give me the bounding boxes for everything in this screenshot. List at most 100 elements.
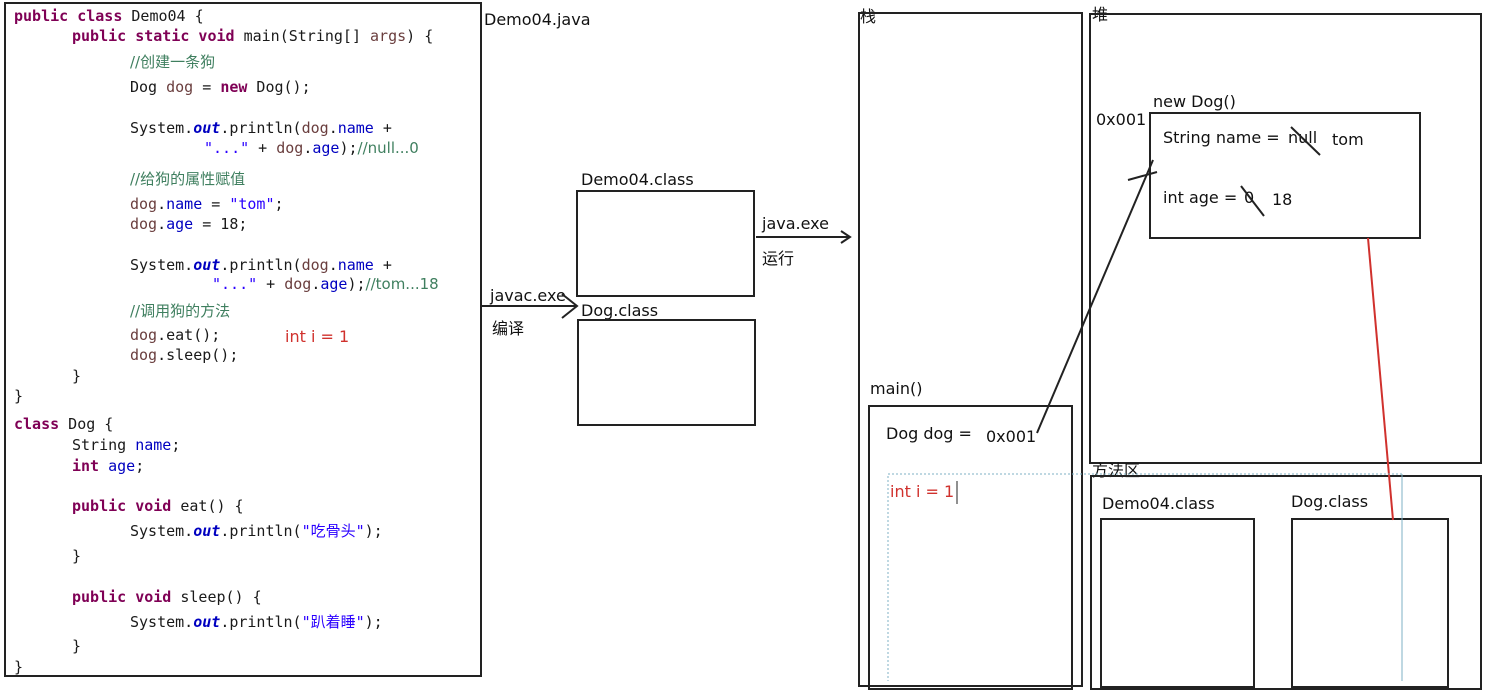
code-token: . [328,119,338,137]
code-line: public class Demo04 { [14,6,204,26]
code-token: "tom" [229,195,275,213]
code-token: dog [301,119,329,137]
code-token: public class [14,7,123,25]
code-token: age [108,457,136,475]
code-token: dog [130,346,158,364]
code-token: ; [274,195,284,213]
code-token: //null...0 [357,139,419,157]
code-token: ; [171,436,181,454]
code-token: Dog [130,78,167,96]
dog-var-value: 0x001 [986,427,1037,446]
code-token: Dog { [59,415,114,433]
strike-zero [1240,185,1265,217]
code-token: dog [166,78,194,96]
code-token: "吃骨头" [301,522,365,540]
code-token: + [373,256,392,274]
field-age-label: int age = [1163,188,1238,207]
javac-arrow [482,293,579,319]
field-name-label: String name = [1163,128,1280,147]
code-line: public void eat() { [72,496,244,516]
code-token: ) { [406,27,434,45]
code-token: name [337,119,374,137]
code-token: //调用狗的方法 [130,302,231,320]
stack-title: 栈 [860,7,877,26]
class-link-line [1367,237,1394,521]
code-token: . [328,256,338,274]
code-token: age [312,139,340,157]
code-token: sleep() { [171,588,262,606]
code-line: public static void main(String[] args) { [72,26,433,46]
heap-area [1089,13,1482,464]
reference-arrow [1036,159,1158,434]
inline-annotation: int i = 1 [285,327,350,346]
code-token: System. [130,256,194,274]
java-arrow [756,230,852,244]
code-token: dog [284,275,312,293]
code-token: args [370,27,407,45]
code-line: } [72,636,81,656]
dog-class-box [577,319,756,426]
code-token: . [311,275,321,293]
code-token: } [14,387,24,405]
code-token: Dog(); [247,78,311,96]
code-token: = 18; [193,215,248,233]
code-line: class Dog { [14,414,113,434]
code-line: } [14,657,23,677]
dog-class-label: Dog.class [581,301,659,320]
code-token: = [202,195,230,213]
code-token: Demo04 { [122,7,204,25]
selection-guide [887,473,1403,681]
code-token: .println( [220,119,302,137]
field-name-new: tom [1332,130,1364,149]
code-token: "趴着睡" [301,613,365,631]
code-token: new [220,78,248,96]
code-line: Dog dog = new Dog(); [130,77,311,97]
code-line: "..." + dog.age);//tom...18 [212,274,439,294]
code-line: } [14,386,23,406]
strike-null [1290,126,1321,156]
code-line: //调用狗的方法 [130,301,230,321]
code-token: } [72,367,82,385]
code-token: out [193,256,221,274]
code-token: "..." [212,275,258,293]
code-token: } [72,637,82,655]
code-token: = [193,78,221,96]
code-token: ); [339,139,358,157]
method-dog-class-label: Dog.class [1291,492,1369,511]
source-filename: Demo04.java [484,10,591,29]
code-token: dog [130,195,158,213]
code-token: out [193,119,221,137]
code-token: //tom...18 [365,275,439,293]
code-line: dog.name = "tom"; [130,194,284,214]
code-token: out [193,613,221,631]
code-token: //创建一条狗 [130,53,216,71]
code-token: public static void [72,27,235,45]
code-line: System.out.println("吃骨头"); [130,521,383,541]
code-token: . [157,215,167,233]
demo04-class-label: Demo04.class [581,170,694,189]
code-token: dog [276,139,304,157]
code-token: + [257,275,285,293]
code-token: String [72,436,136,454]
code-token: dog [130,326,158,344]
code-line: System.out.println(dog.name + [130,255,392,275]
code-token: .println( [220,613,302,631]
code-token: . [157,195,167,213]
code-line: dog.sleep(); [130,345,238,365]
code-token: name [135,436,172,454]
field-age-new: 18 [1272,190,1293,209]
method-demo-class-label: Demo04.class [1102,494,1215,513]
code-line: dog.age = 18; [130,214,247,234]
code-token: System. [130,119,194,137]
code-token: System. [130,522,194,540]
run-label: 运行 [762,249,795,268]
code-line: //创建一条狗 [130,52,215,72]
code-line: } [72,546,81,566]
code-token: public void [72,588,172,606]
code-line: System.out.println(dog.name + [130,118,392,138]
javac-label: javac.exe [490,286,566,305]
code-token: class [14,415,60,433]
main-frame-label: main() [870,379,923,398]
code-line: } [72,366,81,386]
